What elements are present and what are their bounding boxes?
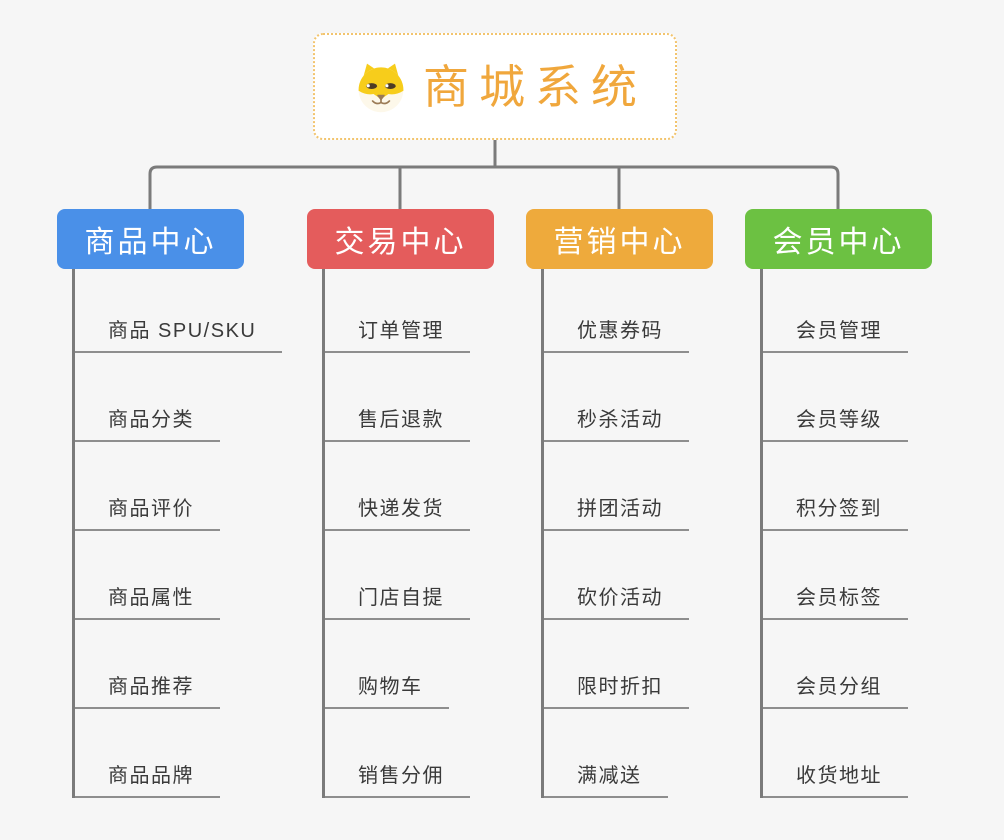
leaf-node[interactable]: 商品 SPU/SKU — [75, 269, 283, 353]
root-node[interactable]: 商城系统 — [313, 33, 677, 140]
leaf-list-member: 会员管理 会员等级 积分签到 会员标签 会员分组 收货地址 — [760, 269, 908, 798]
leaf-node[interactable]: 快递发货 — [325, 442, 470, 531]
leaf-node[interactable]: 秒杀活动 — [544, 353, 689, 442]
leaf-node[interactable]: 订单管理 — [325, 269, 470, 353]
branch-trade-center: 交易中心 订单管理 售后退款 快递发货 门店自提 购物车 销售分佣 — [307, 209, 494, 798]
leaf-label: 商品推荐 — [108, 676, 194, 698]
root-title: 商城系统 — [423, 60, 647, 113]
branch-node-marketing[interactable]: 营销中心 — [526, 209, 713, 269]
leaf-label: 满减送 — [577, 765, 642, 787]
leaf-node[interactable]: 会员标签 — [763, 531, 908, 620]
dog-icon — [358, 63, 404, 112]
leaf-node[interactable]: 满减送 — [544, 709, 668, 798]
leaf-node[interactable]: 积分签到 — [763, 442, 908, 531]
leaf-label: 限时折扣 — [577, 676, 663, 698]
leaf-label: 商品 SPU/SKU — [108, 320, 257, 342]
branch-node-member[interactable]: 会员中心 — [745, 209, 932, 269]
branch-node-product[interactable]: 商品中心 — [57, 209, 244, 269]
leaf-node[interactable]: 砍价活动 — [544, 531, 689, 620]
leaf-label: 会员管理 — [796, 320, 882, 342]
leaf-node[interactable]: 会员管理 — [763, 269, 908, 353]
leaf-label: 购物车 — [358, 676, 423, 698]
leaf-label: 收货地址 — [796, 765, 882, 787]
leaf-node[interactable]: 门店自提 — [325, 531, 470, 620]
leaf-node[interactable]: 商品属性 — [75, 531, 220, 620]
leaf-node[interactable]: 商品分类 — [75, 353, 220, 442]
leaf-node[interactable]: 商品评价 — [75, 442, 220, 531]
leaf-node[interactable]: 收货地址 — [763, 709, 908, 798]
leaf-label: 商品分类 — [108, 409, 194, 431]
leaf-node[interactable]: 售后退款 — [325, 353, 470, 442]
leaf-list-product: 商品 SPU/SKU 商品分类 商品评价 商品属性 商品推荐 商品品牌 — [72, 269, 283, 798]
leaf-label: 会员等级 — [796, 409, 882, 431]
leaf-label: 优惠券码 — [577, 320, 663, 342]
leaf-list-trade: 订单管理 售后退款 快递发货 门店自提 购物车 销售分佣 — [322, 269, 470, 798]
leaf-node[interactable]: 商品推荐 — [75, 620, 220, 709]
branch-marketing-center: 营销中心 优惠券码 秒杀活动 拼团活动 砍价活动 限时折扣 满减送 — [526, 209, 713, 798]
leaf-label: 商品品牌 — [108, 765, 194, 787]
leaf-label: 商品属性 — [108, 587, 194, 609]
leaf-node[interactable]: 会员等级 — [763, 353, 908, 442]
leaf-label: 快递发货 — [358, 498, 444, 520]
leaf-list-marketing: 优惠券码 秒杀活动 拼团活动 砍价活动 限时折扣 满减送 — [541, 269, 689, 798]
leaf-label: 门店自提 — [358, 587, 444, 609]
leaf-node[interactable]: 商品品牌 — [75, 709, 220, 798]
leaf-node[interactable]: 购物车 — [325, 620, 449, 709]
branch-node-trade[interactable]: 交易中心 — [307, 209, 494, 269]
leaf-label: 商品评价 — [108, 498, 194, 520]
leaf-label: 会员标签 — [796, 587, 882, 609]
leaf-node[interactable]: 拼团活动 — [544, 442, 689, 531]
leaf-label: 秒杀活动 — [577, 409, 663, 431]
branch-product-center: 商品中心 商品 SPU/SKU 商品分类 商品评价 商品属性 商品推荐 商品品牌 — [57, 209, 283, 798]
leaf-label: 售后退款 — [358, 409, 444, 431]
leaf-node[interactable]: 优惠券码 — [544, 269, 689, 353]
leaf-label: 订单管理 — [358, 320, 444, 342]
branch-member-center: 会员中心 会员管理 会员等级 积分签到 会员标签 会员分组 收货地址 — [745, 209, 932, 798]
leaf-node[interactable]: 销售分佣 — [325, 709, 470, 798]
leaf-label: 拼团活动 — [577, 498, 663, 520]
leaf-node[interactable]: 会员分组 — [763, 620, 908, 709]
leaf-label: 砍价活动 — [577, 587, 663, 609]
leaf-label: 销售分佣 — [358, 765, 444, 787]
leaf-label: 积分签到 — [796, 498, 882, 520]
leaf-node[interactable]: 限时折扣 — [544, 620, 689, 709]
leaf-label: 会员分组 — [796, 676, 882, 698]
